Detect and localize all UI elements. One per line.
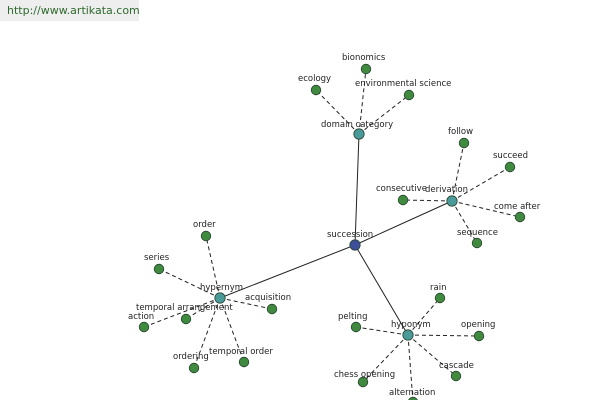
leaf-node-succeed[interactable]	[504, 161, 516, 173]
leaf-label-acquisition[interactable]: acquisition	[245, 293, 291, 303]
leaf-node-sequence[interactable]	[471, 237, 483, 249]
edge-center-derivation	[354, 200, 453, 246]
leaf-node-come-after[interactable]	[514, 211, 526, 223]
leaf-node-action[interactable]	[138, 321, 150, 333]
edge-hyponym-opening	[407, 334, 480, 337]
relation-label-domain[interactable]: domain category	[321, 120, 393, 130]
center-node-succession[interactable]	[349, 239, 361, 251]
relation-label-hyponym[interactable]: hyponym	[391, 320, 431, 330]
leaf-node-ordering[interactable]	[188, 362, 200, 374]
edge-derivation-sequence	[451, 200, 478, 244]
graph-nodes	[138, 63, 526, 400]
edge-derivation-consecutive	[402, 199, 453, 202]
relation-node-hypernym[interactable]	[214, 292, 226, 304]
leaf-label-bionomics[interactable]: bionomics	[342, 53, 386, 63]
leaf-node-bionomics[interactable]	[360, 63, 372, 75]
leaf-node-order[interactable]	[200, 230, 212, 242]
edge-center-hyponym	[354, 244, 409, 336]
edge-domain-bionomics	[358, 68, 367, 135]
leaf-label-chess-opening[interactable]: chess opening	[334, 370, 395, 380]
leaf-node-environmental-science[interactable]	[403, 89, 415, 101]
relation-label-hypernym[interactable]: hypernym	[200, 283, 243, 293]
edge-hyponym-pelting	[355, 326, 409, 336]
edge-derivation-succeed	[451, 166, 511, 202]
leaf-node-series[interactable]	[153, 263, 165, 275]
leaf-label-environmental-science[interactable]: environmental science	[355, 79, 451, 89]
edge-hyponym-rain	[407, 297, 441, 336]
edge-hypernym-temporal-order	[219, 297, 245, 363]
leaf-label-ecology[interactable]: ecology	[298, 74, 331, 84]
leaf-label-follow[interactable]: follow	[448, 127, 473, 137]
leaf-node-follow[interactable]	[458, 137, 470, 149]
leaf-node-chess-opening[interactable]	[357, 376, 369, 388]
edge-domain-environmental-science	[358, 94, 410, 135]
edge-hyponym-cascade	[407, 334, 457, 377]
leaf-label-order[interactable]: order	[193, 220, 216, 230]
source-url-link[interactable]: http://www.artikata.com	[7, 4, 140, 17]
graph-labels: bionomics ecology environmental science dom…	[128, 53, 541, 398]
edge-hyponym-chess-opening	[362, 334, 409, 383]
leaf-node-alternation[interactable]	[408, 396, 418, 400]
edge-domain-ecology	[315, 89, 360, 135]
edge-hypernym-series	[158, 268, 221, 299]
leaf-label-action[interactable]: action	[128, 312, 154, 322]
leaf-node-rain[interactable]	[434, 292, 446, 304]
leaf-label-alternation[interactable]: alternation	[389, 388, 435, 398]
leaf-node-cascade[interactable]	[450, 370, 462, 382]
edge-hypernym-ordering	[193, 297, 221, 369]
leaf-label-pelting[interactable]: pelting	[338, 312, 367, 322]
edge-center-hypernym	[219, 244, 356, 299]
edge-hypernym-order	[205, 235, 221, 299]
leaf-label-rain[interactable]: rain	[430, 283, 446, 293]
edge-hypernym-acquisition	[219, 297, 273, 310]
leaf-node-temporal-order[interactable]	[238, 356, 250, 368]
leaf-label-cascade[interactable]: cascade	[439, 361, 474, 371]
relation-node-hyponym[interactable]	[402, 329, 414, 341]
leaf-node-opening[interactable]	[473, 330, 485, 342]
graph-edges	[143, 68, 521, 400]
leaf-label-ordering[interactable]: ordering	[173, 352, 209, 362]
center-label-succession[interactable]: succession	[327, 230, 373, 240]
leaf-label-succeed[interactable]: succeed	[493, 151, 528, 161]
leaf-node-acquisition[interactable]	[266, 303, 278, 315]
leaf-label-consecutive[interactable]: consecutive	[376, 184, 427, 194]
edge-derivation-follow	[451, 142, 465, 202]
edge-derivation-come-after	[451, 200, 521, 218]
leaf-node-ecology[interactable]	[310, 84, 322, 96]
relation-label-derivation[interactable]: derivation	[425, 185, 468, 195]
relation-node-domain[interactable]	[353, 128, 365, 140]
edge-center-domain	[354, 133, 360, 246]
leaf-node-temporal-arrangement[interactable]	[180, 313, 192, 325]
leaf-label-temporal-arrangement[interactable]: temporal arrangement	[136, 303, 233, 313]
relation-node-derivation[interactable]	[446, 195, 458, 207]
leaf-node-pelting[interactable]	[350, 321, 362, 333]
leaf-label-temporal-order[interactable]: temporal order	[209, 347, 273, 357]
leaf-label-series[interactable]: series	[144, 253, 170, 263]
leaf-label-come-after[interactable]: come after	[494, 202, 541, 212]
leaf-label-opening[interactable]: opening	[461, 320, 495, 330]
leaf-node-consecutive[interactable]	[397, 194, 409, 206]
url-bar: http://www.artikata.com	[0, 0, 140, 21]
leaf-label-sequence[interactable]: sequence	[457, 228, 498, 238]
